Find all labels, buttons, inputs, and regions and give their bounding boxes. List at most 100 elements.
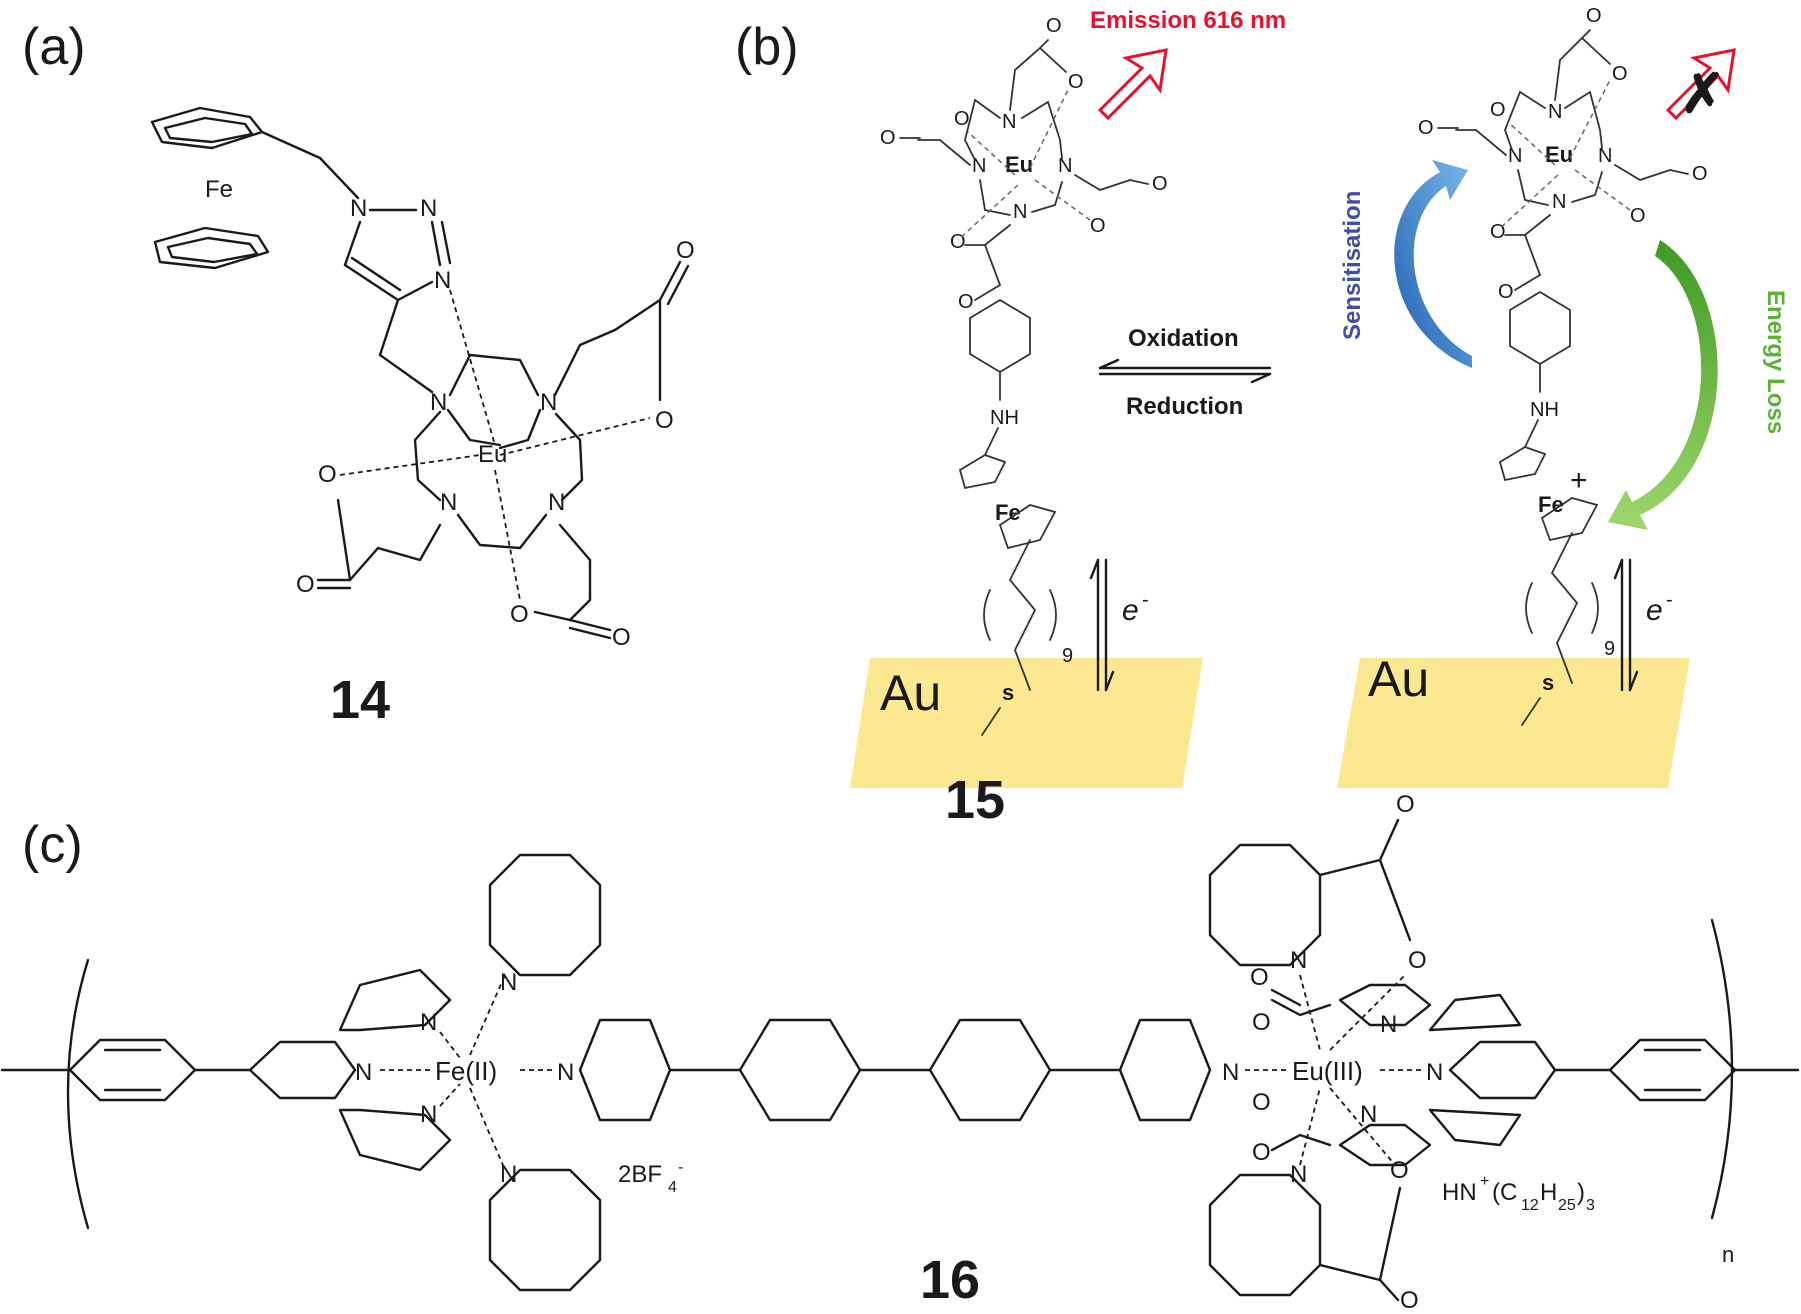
o-c-bottom-2: O bbox=[1390, 1157, 1409, 1184]
ring-n3-a: N bbox=[440, 489, 457, 516]
n-c3: N bbox=[1598, 145, 1612, 167]
repeat-subscript: n bbox=[1722, 1242, 1734, 1267]
electron-transfer-right: e - bbox=[1613, 558, 1673, 692]
dipic-o1: O bbox=[1250, 964, 1269, 991]
o-b8: O bbox=[958, 291, 974, 313]
energy-loss-arrow-icon bbox=[1608, 240, 1718, 530]
o-c6: O bbox=[1630, 205, 1646, 227]
energy-loss-label: Energy Loss bbox=[1762, 290, 1789, 434]
biphenyl-ring-1 bbox=[738, 1018, 862, 1122]
dipic-o3: O bbox=[1252, 1089, 1271, 1116]
tpy-cr-n-top: N bbox=[1290, 947, 1307, 974]
s-atom-right: s bbox=[1542, 670, 1554, 695]
sensitisation-label: Sensitisation bbox=[1339, 191, 1366, 340]
tpy-cl-n-top: N bbox=[500, 969, 517, 996]
dipicolinate-ligand: O O N O O N bbox=[1250, 964, 1432, 1167]
au-label-right: Au bbox=[1368, 651, 1429, 707]
bracket-left bbox=[66, 958, 90, 1230]
tpy-cr-n-center: N bbox=[1222, 1059, 1239, 1086]
tpy-right-n-center: N bbox=[1426, 1059, 1443, 1086]
ring-n4-a: N bbox=[548, 489, 565, 516]
counter-cation: HN + (C 12 H 25 ) 3 bbox=[1442, 1173, 1595, 1214]
redox-equilibrium-arrows: Oxidation Reduction bbox=[1098, 325, 1272, 420]
fe-atom-a: Fe bbox=[205, 176, 233, 203]
o-b5: O bbox=[1152, 173, 1168, 195]
n-b4: N bbox=[1013, 201, 1027, 223]
sensitisation-arrow-icon bbox=[1394, 160, 1472, 368]
cation-h: H bbox=[1540, 1179, 1557, 1206]
cation-sub-3: 3 bbox=[1586, 1197, 1595, 1214]
panel-c-label: (c) bbox=[22, 816, 83, 874]
o-a2: O bbox=[655, 407, 674, 434]
o-b1: O bbox=[1046, 15, 1062, 37]
n-c2: N bbox=[1508, 145, 1522, 167]
o-c5: O bbox=[1692, 163, 1708, 185]
panel-a: (a) Fe N N N N N bbox=[22, 18, 695, 730]
ring-n2-a: N bbox=[540, 389, 557, 416]
panel-b-label: (b) bbox=[735, 18, 799, 76]
fe-ii-center: Fe(II) bbox=[435, 1056, 497, 1086]
terpyridine-center-right: N N N O O O O bbox=[1118, 791, 1427, 1314]
dipic-n-bottom: N bbox=[1360, 1101, 1377, 1128]
tpy-cl-n-center: N bbox=[557, 1059, 574, 1086]
o-c8: O bbox=[1498, 281, 1514, 303]
eu-atom-b-right: Eu bbox=[1545, 142, 1573, 167]
biphenyl-ring-2 bbox=[928, 1018, 1052, 1122]
molecule-15-right-oxidised: Eu N N N N O O O O O O O bbox=[1418, 5, 1708, 726]
cation-sub-12: 12 bbox=[1521, 1197, 1539, 1214]
cation-plus: + bbox=[1480, 1173, 1489, 1190]
electron-label-left: e bbox=[1122, 594, 1139, 627]
o-c2: O bbox=[1612, 63, 1628, 85]
quenched-emission-arrow-icon: ✗ bbox=[1665, 48, 1736, 124]
chain-subscript-right: 9 bbox=[1604, 638, 1615, 660]
tpy-left-n-top: N bbox=[420, 1009, 437, 1036]
s-atom-left: s bbox=[1002, 680, 1014, 705]
ferrocenium-charge: + bbox=[1570, 464, 1588, 497]
o-a6: O bbox=[510, 601, 529, 628]
cation-open: (C bbox=[1492, 1179, 1517, 1206]
ring-n1-a: N bbox=[430, 389, 447, 416]
gold-surface-left bbox=[850, 658, 1203, 788]
tpy-left-n-center: N bbox=[355, 1059, 372, 1086]
au-label-left: Au bbox=[880, 665, 941, 721]
o-c3: O bbox=[1490, 99, 1506, 121]
nh-right: NH bbox=[1530, 399, 1559, 421]
n-c4: N bbox=[1552, 191, 1566, 213]
tpy-cl-n-bottom: N bbox=[500, 1161, 517, 1188]
electron-transfer-left: e - bbox=[1089, 558, 1149, 692]
dipic-n-top: N bbox=[1380, 1011, 1397, 1038]
cation-hn: HN bbox=[1442, 1179, 1477, 1206]
tpy-cr-n-bottom: N bbox=[1290, 1161, 1307, 1188]
o-a4: O bbox=[318, 461, 337, 488]
o-a3: O bbox=[296, 571, 315, 598]
fe-atom-b-left: Fe bbox=[995, 500, 1021, 525]
o-b6: O bbox=[1090, 215, 1106, 237]
chain-subscript-left: 9 bbox=[1062, 645, 1073, 667]
terpyridine-right: N bbox=[1426, 993, 1557, 1147]
counter-anion-sup: - bbox=[678, 1159, 683, 1176]
panel-b: (b) Au Au Emission 616 nm ✗ Eu N N N N bbox=[735, 5, 1789, 830]
triazole-n3: N bbox=[434, 267, 451, 294]
cation-close: ) bbox=[1577, 1179, 1585, 1206]
nh-left: NH bbox=[990, 407, 1019, 429]
o-b2: O bbox=[1068, 71, 1084, 93]
eu-iii-center: Eu(III) bbox=[1292, 1056, 1363, 1086]
o-b4: O bbox=[880, 127, 896, 149]
dipic-o4: O bbox=[1252, 1139, 1271, 1166]
o-c-bottom-1: O bbox=[1400, 1287, 1419, 1309]
tpy-left-n-bottom: N bbox=[420, 1101, 437, 1128]
fe-atom-b-right: Fe bbox=[1538, 492, 1564, 517]
o-a5: O bbox=[612, 624, 631, 651]
o-c-top-2: O bbox=[1408, 947, 1427, 974]
bracket-right bbox=[1710, 918, 1734, 1220]
compound-14-label: 14 bbox=[330, 670, 390, 730]
molecule-15-left: Eu N N N N O O O O O O O bbox=[880, 15, 1168, 736]
triazole-n2: N bbox=[420, 195, 437, 222]
n-b3: N bbox=[1058, 155, 1072, 177]
ferrocene-a: Fe bbox=[150, 106, 360, 270]
n-c1: N bbox=[1548, 101, 1562, 123]
o-b3: O bbox=[954, 108, 970, 130]
dota-ring-a: N N N N Eu O O O O O bbox=[296, 237, 695, 651]
